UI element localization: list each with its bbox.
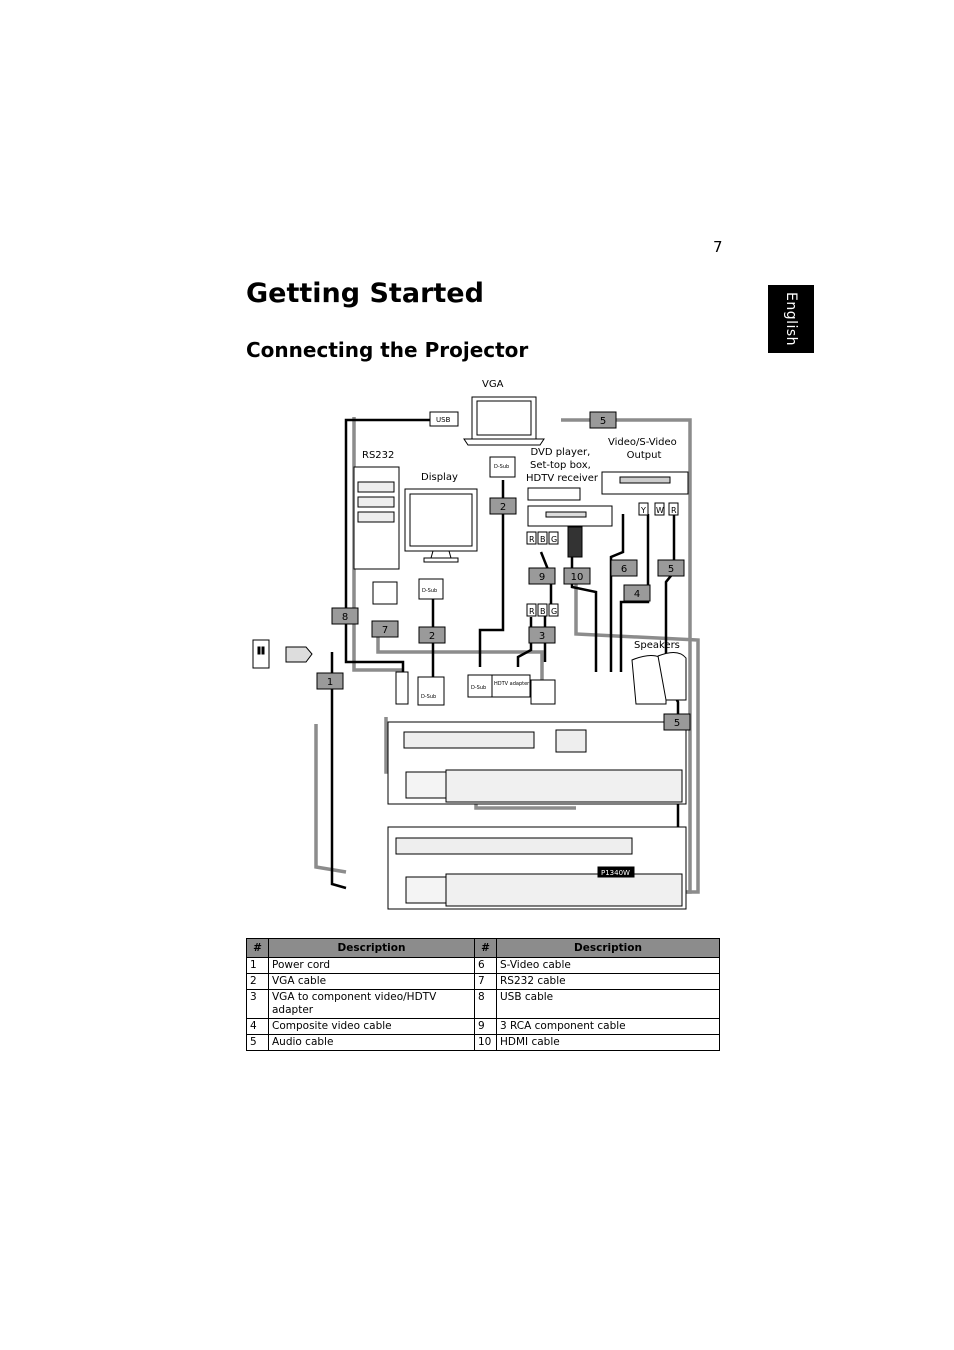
dsub-monitor-label: D-Sub — [422, 588, 437, 594]
cable-table: # Description # Description 1 Power cord… — [246, 938, 720, 1051]
svg-text:5: 5 — [668, 564, 674, 575]
power-outlet-icon — [252, 639, 313, 669]
svg-text:7: 7 — [382, 625, 388, 636]
svg-text:10: 10 — [571, 572, 584, 583]
col-desc-2: Description — [496, 938, 720, 958]
badge-6: 6 — [610, 559, 638, 577]
speakers-icon — [631, 652, 687, 705]
cell-desc: HDMI cable — [496, 1034, 720, 1051]
dsub-projector-2-label: D-Sub — [421, 694, 436, 700]
usb-plug — [429, 411, 459, 427]
svg-text:2: 2 — [429, 631, 435, 642]
rbg-r-bottom: R — [529, 607, 535, 616]
svg-text:4: 4 — [634, 589, 640, 600]
badge-5a: 5 — [589, 411, 617, 429]
ywr-r: R — [671, 506, 677, 515]
table-row: 4 Composite video cable 9 3 RCA componen… — [246, 1018, 720, 1035]
col-desc-1: Description — [268, 938, 475, 958]
rs232-label: RS232 — [362, 450, 394, 461]
badge-10: 10 — [563, 567, 591, 585]
cell-desc: Composite video cable — [268, 1018, 475, 1035]
ywr-y: Y — [640, 506, 646, 515]
laptop-icon — [463, 396, 545, 446]
badge-5b: 5 — [657, 559, 685, 577]
cell-num: 3 — [246, 989, 269, 1019]
table-row: 3 VGA to component video/HDTV adapter 8 … — [246, 989, 720, 1019]
table-header-row: # Description # Description — [246, 938, 720, 958]
projector-bottom-icon — [387, 826, 687, 910]
svg-text:9: 9 — [539, 572, 545, 583]
col-num-1: # — [246, 938, 269, 958]
language-tab: English — [768, 285, 814, 353]
cell-num: 6 — [474, 957, 497, 974]
cell-num: 5 — [246, 1034, 269, 1051]
svg-text:1: 1 — [327, 677, 333, 688]
cell-desc: USB cable — [496, 989, 720, 1019]
video-source-icon — [601, 471, 689, 495]
cell-desc: VGA to component video/HDTV adapter — [268, 989, 475, 1019]
badge-7: 7 — [371, 620, 399, 638]
cell-num: 7 — [474, 973, 497, 990]
dvd-player-icon — [527, 487, 613, 527]
language-tab-label: English — [783, 291, 799, 347]
dvd-label: DVD player, Set-top box, HDTV receiver — [526, 447, 599, 484]
badge-8: 8 — [331, 607, 359, 625]
cell-num: 1 — [246, 957, 269, 974]
badge-9: 9 — [528, 567, 556, 585]
badge-2a: 2 — [489, 497, 517, 515]
rbg-r-top: R — [529, 535, 535, 544]
vga-label: VGA — [482, 379, 504, 390]
cell-desc: RS232 cable — [496, 973, 720, 990]
section-title: Connecting the Projector — [246, 338, 529, 362]
connection-diagram: VGA RS232 Display DVD player, Set-top bo… — [246, 372, 720, 920]
dsub-projector-label: D-Sub — [471, 685, 486, 691]
svg-text:5: 5 — [674, 718, 680, 729]
cell-num: 4 — [246, 1018, 269, 1035]
cell-num: 9 — [474, 1018, 497, 1035]
cell-desc: VGA cable — [268, 973, 475, 990]
cell-num: 8 — [474, 989, 497, 1019]
display-label: Display — [421, 472, 458, 483]
projector-top-icon — [387, 721, 687, 805]
rbg-g-bottom: G — [551, 607, 557, 616]
svg-text:8: 8 — [342, 612, 348, 623]
svg-text:6: 6 — [621, 564, 627, 575]
col-num-2: # — [474, 938, 497, 958]
badge-5c: 5 — [663, 713, 691, 731]
cell-num: 2 — [246, 973, 269, 990]
pc-tower-icon — [353, 466, 400, 570]
svg-text:3: 3 — [539, 631, 545, 642]
svg-text:5: 5 — [600, 416, 606, 427]
badge-3: 3 — [528, 626, 556, 644]
table-row: 2 VGA cable 7 RS232 cable — [246, 973, 720, 990]
speakers-label: Speakers — [634, 640, 680, 651]
cell-desc: S-Video cable — [496, 957, 720, 974]
rbg-g-top: G — [551, 535, 557, 544]
usb-label: USB — [436, 416, 451, 424]
table-row: 1 Power cord 6 S-Video cable — [246, 957, 720, 974]
rbg-b-bottom: B — [540, 607, 546, 616]
video-output-label: Video/S-Video Output — [608, 437, 680, 461]
monitor-icon — [404, 488, 478, 563]
dsub-laptop-label: D-Sub — [494, 464, 509, 470]
model-label: P1340W — [601, 869, 630, 877]
cell-desc: 3 RCA component cable — [496, 1018, 720, 1035]
ywr-w: W — [656, 506, 664, 515]
page-title: Getting Started — [246, 278, 484, 309]
cell-desc: Audio cable — [268, 1034, 475, 1051]
rbg-b-top: B — [540, 535, 546, 544]
badge-2b: 2 — [418, 626, 446, 644]
badge-4: 4 — [623, 584, 651, 602]
page-number: 7 — [713, 238, 723, 256]
svg-text:2: 2 — [500, 502, 506, 513]
badge-1: 1 — [316, 672, 344, 690]
table-row: 5 Audio cable 10 HDMI cable — [246, 1034, 720, 1051]
cell-desc: Power cord — [268, 957, 475, 974]
cell-num: 10 — [474, 1034, 497, 1051]
hdtv-adapter-label: HDTV adapter — [494, 681, 530, 687]
